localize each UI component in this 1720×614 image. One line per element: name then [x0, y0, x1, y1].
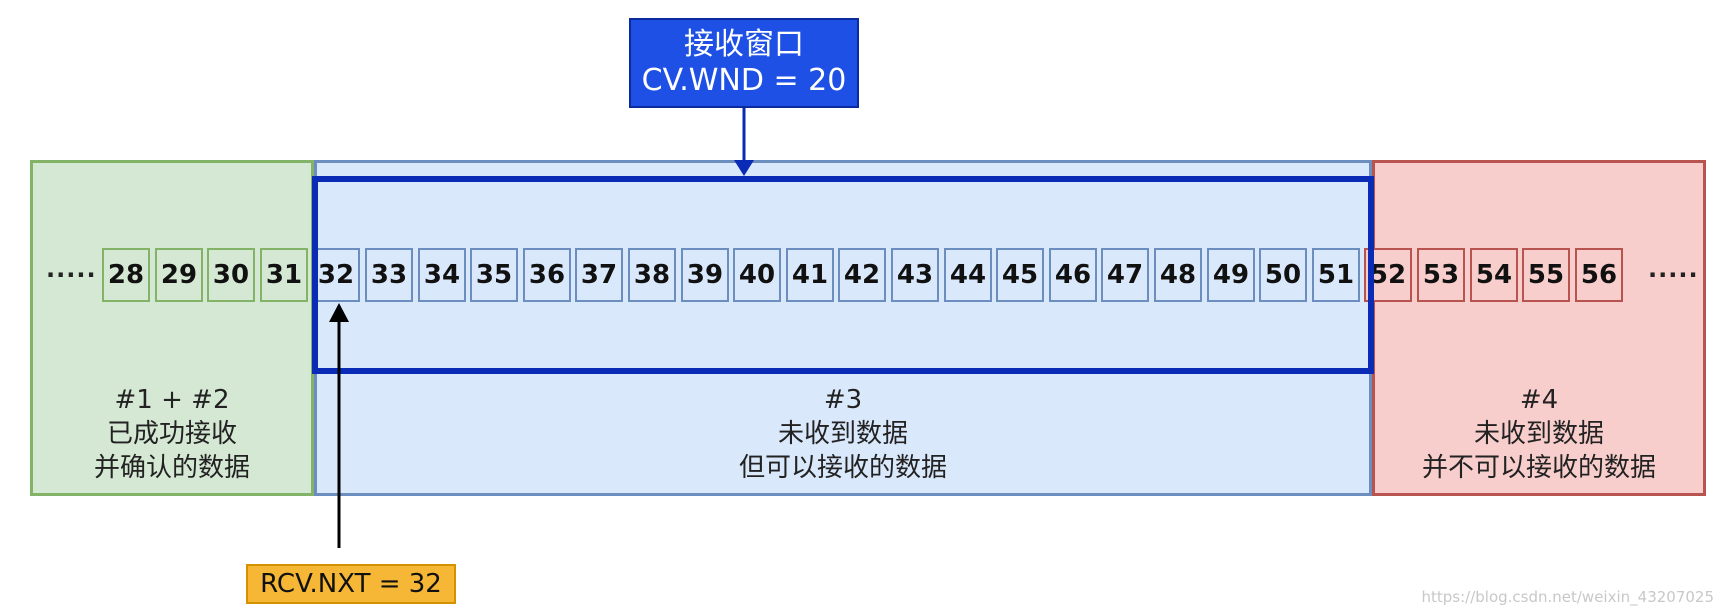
sequence-ellipsis-left: ·····: [46, 261, 97, 289]
sequence-cell-49: 49: [1207, 248, 1255, 302]
blocked-region-line3: 并不可以接收的数据: [1421, 453, 1656, 483]
blocked-region-label: #4 未收到数据 并不可以接收的数据: [1372, 383, 1706, 485]
sequence-cell-33: 33: [365, 248, 413, 302]
window-region-line2: 未收到数据: [777, 419, 908, 449]
blocked-region-line2: 未收到数据: [1473, 419, 1604, 449]
blocked-region-id: #4: [1519, 385, 1559, 415]
sequence-cell-40: 40: [733, 248, 781, 302]
rcv-nxt-label: RCV.NXT = 32: [246, 564, 456, 604]
sequence-cell-30: 30: [207, 248, 255, 302]
sequence-cell-39: 39: [681, 248, 729, 302]
sequence-cell-31: 31: [260, 248, 308, 302]
sequence-cell-56: 56: [1575, 248, 1623, 302]
rcv-nxt-arrow-head: [329, 303, 349, 322]
received-region-line2: 已成功接收: [106, 419, 237, 449]
window-region-label: #3 未收到数据 但可以接收的数据: [314, 383, 1372, 485]
window-region-id: #3: [823, 385, 863, 415]
sequence-cell-28: 28: [102, 248, 150, 302]
receivable-region: [314, 160, 1372, 496]
sequence-cell-54: 54: [1470, 248, 1518, 302]
sequence-cell-38: 38: [628, 248, 676, 302]
sequence-cell-34: 34: [418, 248, 466, 302]
receive-window-frame: [312, 176, 1374, 374]
sequence-cell-35: 35: [470, 248, 518, 302]
sequence-cell-32: 32: [312, 248, 360, 302]
window-arrow-head: [734, 160, 754, 176]
sequence-cell-55: 55: [1522, 248, 1570, 302]
sequence-cell-29: 29: [155, 248, 203, 302]
receive-window-size: CV.WND = 20: [641, 63, 847, 98]
sequence-cell-48: 48: [1154, 248, 1202, 302]
sequence-ellipsis-right: ·····: [1648, 261, 1699, 289]
sequence-cell-41: 41: [786, 248, 834, 302]
watermark: https://blog.csdn.net/weixin_43207025: [1421, 588, 1714, 606]
sequence-cell-36: 36: [523, 248, 571, 302]
received-region-id: #1 + #2: [114, 385, 230, 415]
sequence-cell-47: 47: [1101, 248, 1149, 302]
receive-window-title: 接收窗口: [684, 27, 804, 62]
sequence-cell-51: 51: [1312, 248, 1360, 302]
not-receivable-region: [1372, 160, 1706, 496]
received-region-line3: 并确认的数据: [93, 453, 250, 483]
sequence-cell-50: 50: [1259, 248, 1307, 302]
receive-window-label: 接收窗口 CV.WND = 20: [629, 18, 859, 108]
sequence-cell-46: 46: [1049, 248, 1097, 302]
sequence-cell-45: 45: [996, 248, 1044, 302]
window-region-line3: 但可以接收的数据: [738, 453, 947, 483]
sequence-cell-37: 37: [575, 248, 623, 302]
sequence-cell-53: 53: [1417, 248, 1465, 302]
sequence-cell-42: 42: [838, 248, 886, 302]
received-region-label: #1 + #2 已成功接收 并确认的数据: [30, 383, 314, 485]
sequence-cell-43: 43: [891, 248, 939, 302]
received-acked-region: [30, 160, 314, 496]
sequence-cell-44: 44: [944, 248, 992, 302]
